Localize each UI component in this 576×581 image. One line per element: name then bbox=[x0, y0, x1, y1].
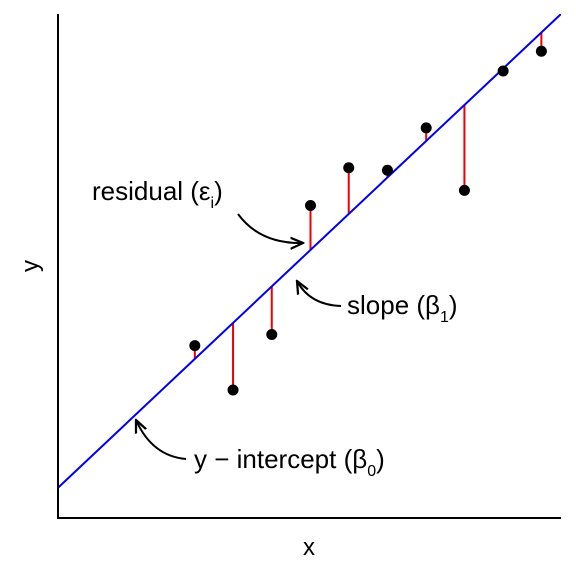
data-point bbox=[266, 329, 278, 341]
slope-annotation-prefix: slope (β bbox=[347, 290, 440, 320]
residual-arrow bbox=[237, 213, 303, 243]
intercept-arrow bbox=[136, 420, 187, 460]
slope-annotation-suffix: ) bbox=[449, 290, 458, 320]
y-axis-label: y bbox=[17, 260, 44, 272]
residual-annotation-suffix: ) bbox=[214, 176, 223, 206]
data-point bbox=[458, 184, 470, 196]
x-axis-label: x bbox=[303, 534, 315, 561]
intercept-annotation-subscript: 0 bbox=[367, 463, 376, 480]
data-point bbox=[227, 384, 239, 396]
slope-annotation: slope (β1) bbox=[347, 290, 458, 326]
point-layer bbox=[189, 45, 547, 396]
slope-annotation-subscript: 1 bbox=[440, 309, 449, 326]
residual-annotation-subscript: i bbox=[211, 195, 215, 212]
residual-layer bbox=[193, 32, 543, 390]
data-point bbox=[497, 65, 509, 77]
data-point bbox=[305, 200, 317, 212]
data-point bbox=[535, 45, 547, 57]
intercept-annotation-prefix: y − intercept (β bbox=[194, 444, 367, 474]
regression-line bbox=[58, 14, 561, 489]
data-point bbox=[189, 340, 201, 352]
residual-annotation-prefix: residual (ε bbox=[92, 176, 211, 206]
intercept-annotation: y − intercept (β0) bbox=[194, 444, 385, 480]
data-point bbox=[381, 164, 393, 176]
data-point bbox=[343, 162, 355, 174]
data-point bbox=[420, 122, 432, 134]
slope-arrow bbox=[297, 281, 342, 307]
intercept-annotation-suffix: ) bbox=[376, 444, 385, 474]
residual-annotation: residual (εi) bbox=[92, 176, 223, 212]
